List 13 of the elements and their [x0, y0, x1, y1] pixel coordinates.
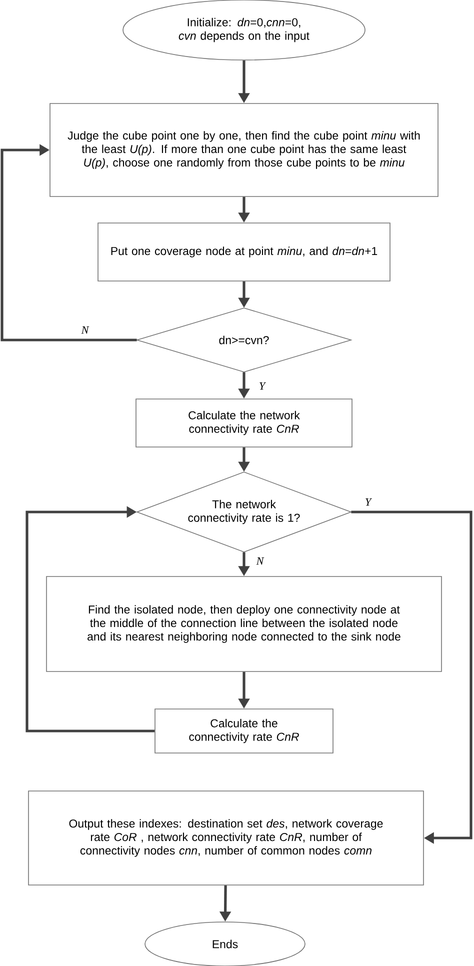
process-box: Judge the cube point one by one, then find the cube point minu with the least U(p). If more than one cube point has the same least U(p), choose one randomly from those cube points to be minu: [50, 103, 438, 197]
edge-label: N: [80, 325, 90, 335]
edge-label: Y: [258, 381, 266, 391]
process-box: Find the isolated node, then deploy one connectivity node at the middle of the connection line between the isolated node and its nearest neighboring node connected to the sink node: [46, 576, 442, 672]
process-box: Calculate the connectivity rate CnR: [154, 708, 334, 754]
arrow: [351, 510, 472, 844]
edge-label: Y: [364, 497, 372, 507]
process-box: Put one coverage node at point minu, and dn=dn+1: [98, 222, 390, 282]
process-box: Calculate the network connectivity rate CnR: [136, 398, 352, 448]
edge-label: N: [255, 556, 265, 566]
arrow: [0, 144, 137, 342]
arrow: [26, 506, 155, 732]
process-box: Output these indexes: destination set des, network coverage rate CoR , network connectivity rate CnR, number of connectivity nodes cnn, number of common nodes comn: [28, 790, 424, 886]
